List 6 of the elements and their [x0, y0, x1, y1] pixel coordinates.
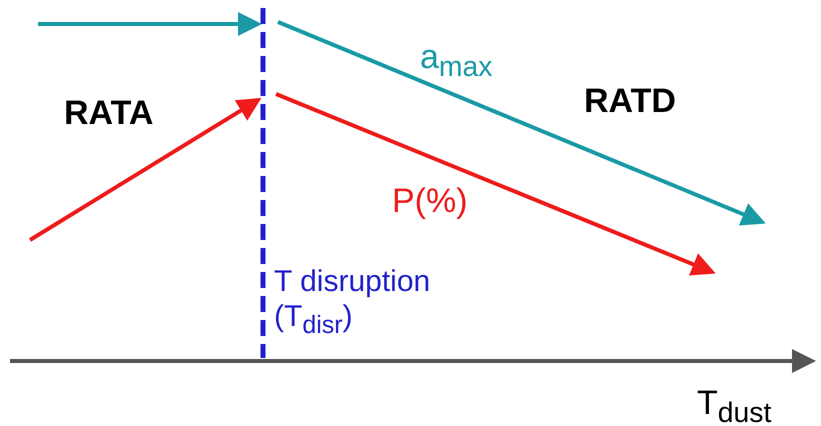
axis-label: T$_{dust}$ — [697, 384, 772, 426]
regime-label: RATA — [64, 94, 154, 134]
curve-label: P(%) — [392, 182, 468, 222]
threshold-label: T disruption (T$_{disr}$) — [274, 265, 432, 340]
regime-label: RATD — [584, 82, 676, 122]
curve-label: a$_{max}$ — [420, 38, 492, 84]
